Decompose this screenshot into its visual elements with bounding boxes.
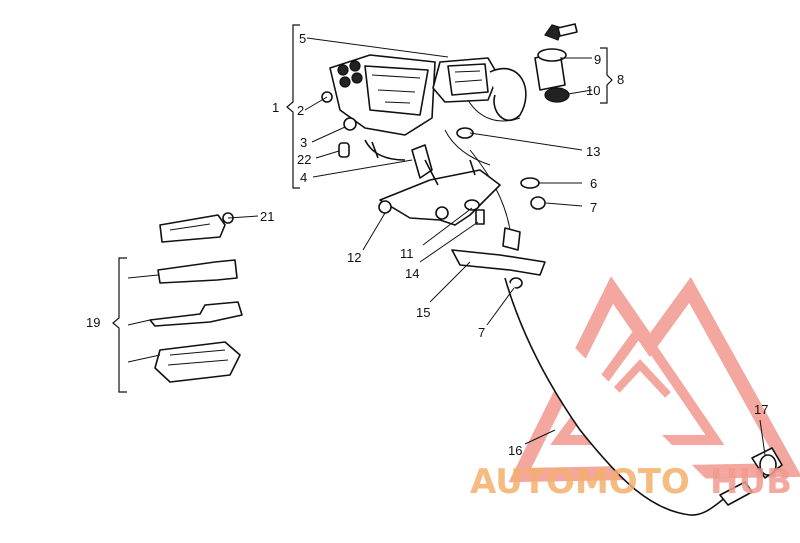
callout-15: 15 [416, 305, 430, 320]
mounting-bracket [378, 159, 501, 226]
callout-4: 4 [300, 170, 307, 185]
watermark-text-automoto: AUTOMOTO [470, 462, 690, 502]
callout-labels: 1 2 3 22 4 5 9 8 10 13 6 7 11 12 14 15 7… [86, 31, 768, 458]
callout-10: 10 [586, 83, 600, 98]
tool-pouch-21 [159, 212, 234, 243]
callout-9: 9 [594, 52, 601, 67]
watermark-triangle-outer [508, 276, 800, 483]
watermark-text-hub: HUB [710, 462, 792, 502]
callout-11: 11 [400, 246, 414, 261]
callout-8: 8 [617, 72, 624, 87]
support-plate [451, 249, 546, 276]
fasteners [464, 177, 546, 289]
callout-12: 12 [347, 250, 361, 265]
callout-16: 16 [508, 443, 522, 458]
watermark-text: AUTOMOTO HUB [470, 462, 792, 502]
instrument-cluster [321, 54, 527, 136]
callout-3: 3 [300, 135, 307, 150]
braces [112, 24, 613, 393]
callout-2: 2 [297, 103, 304, 118]
tool-kit-19 [149, 259, 243, 383]
callout-14: 14 [405, 266, 419, 281]
callout-13: 13 [586, 144, 600, 159]
callout-6: 6 [590, 176, 597, 191]
callout-7-lower: 7 [478, 325, 485, 340]
callout-17: 17 [754, 402, 768, 417]
callout-7-upper: 7 [590, 200, 597, 215]
callout-21: 21 [260, 209, 274, 224]
speedometer-drive [751, 447, 783, 479]
leader-lines [127, 37, 766, 456]
ignition-switch [534, 23, 578, 103]
callout-19: 19 [86, 315, 100, 330]
callout-5: 5 [299, 31, 306, 46]
callout-1: 1 [272, 100, 279, 115]
speedometer-cable [504, 277, 753, 516]
callout-22: 22 [297, 152, 311, 167]
wiring-and-bulbs [338, 117, 511, 231]
